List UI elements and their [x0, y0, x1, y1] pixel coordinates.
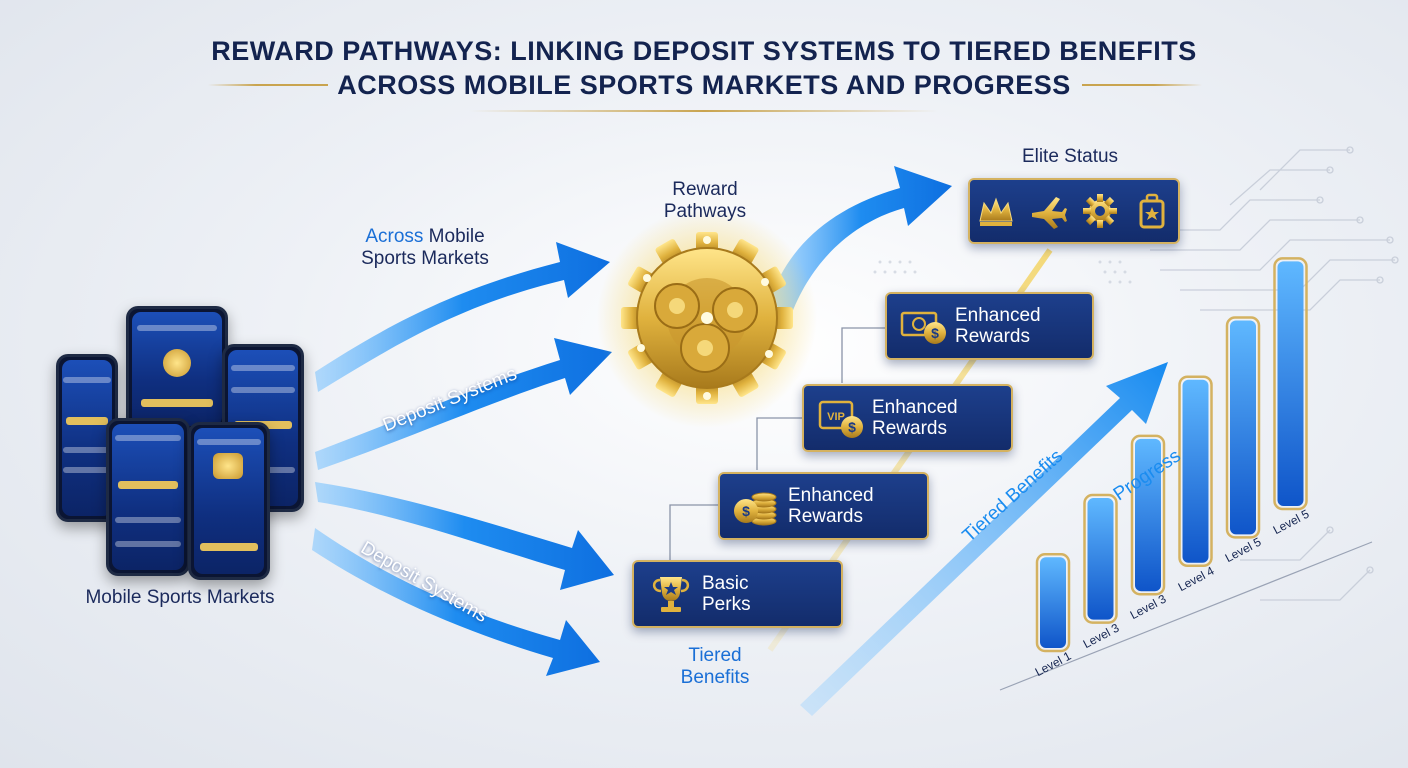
bar-frame [1083, 493, 1118, 624]
arrow-tiered-benefits [800, 362, 1168, 716]
label-elite-status: Elite Status [1021, 146, 1119, 167]
label-across-word: Across [365, 226, 424, 247]
tier-line-2: Rewards [788, 506, 863, 527]
phone-screen [106, 418, 190, 576]
bar-frame [1225, 316, 1261, 539]
arrow-deposit-upper [315, 338, 612, 470]
phone-screen [126, 306, 228, 432]
tier-line-1: Enhanced [872, 397, 958, 418]
arrow-lowest [312, 528, 600, 676]
label-across-mobile: Across Mobile [350, 226, 500, 248]
bar-1 [1040, 557, 1066, 648]
svg-text:$: $ [848, 419, 856, 435]
label-across-rest: Mobile [423, 226, 485, 247]
luggage-icon [1139, 193, 1165, 229]
trophy-icon [652, 577, 690, 612]
crown-icon [979, 197, 1013, 226]
tier-line-2: Rewards [872, 418, 947, 439]
dotted-map [873, 260, 1132, 284]
bar-5 [1230, 320, 1256, 535]
bar-frame [1178, 375, 1213, 568]
gear-icon [597, 208, 817, 428]
label-reward: Reward [672, 179, 738, 200]
chart-baseline [999, 541, 1373, 691]
vip-ticket-icon: VIP $ [818, 400, 863, 438]
bar-6 [1277, 261, 1304, 506]
tier-line-2: Rewards [955, 326, 1030, 347]
bar-frame [1035, 552, 1071, 653]
tier-line-1: Enhanced [955, 305, 1041, 326]
bar-frame [1273, 257, 1308, 511]
title-rule-bottom [470, 110, 938, 112]
tier-line-2: Perks [702, 594, 751, 615]
coin-stack-icon: $ [734, 492, 777, 526]
tier-line-1: Basic [702, 573, 749, 594]
elite-status-box [968, 178, 1180, 244]
circuit-lines [1150, 146, 1399, 601]
airplane-icon [1032, 197, 1067, 229]
phone-screen [56, 354, 118, 522]
svg-text:$: $ [931, 325, 939, 341]
label-mobile-sports-markets: Mobile Sports Markets [85, 587, 275, 608]
arrow-upper [315, 242, 610, 392]
gear-icon [1083, 194, 1117, 228]
phone-screen [188, 422, 270, 580]
label-tiered: Tiered [688, 645, 742, 666]
bar-4 [1182, 379, 1209, 563]
title-line-2: ACROSS MOBILE SPORTS MARKETS AND PROGRES… [337, 70, 1071, 100]
bar-2 [1087, 498, 1114, 620]
tier-line-1: Enhanced [788, 485, 874, 506]
arrow-deposit-lower [315, 482, 614, 590]
bar-frame [1130, 434, 1166, 596]
svg-text:VIP: VIP [827, 411, 845, 423]
bar-3 [1135, 438, 1161, 592]
label-pathways: Pathways [663, 201, 747, 222]
svg-text:$: $ [742, 503, 750, 519]
progress-bar-chart [999, 257, 1373, 691]
label-sports-markets: Sports Markets [361, 248, 489, 269]
title-rule-left [208, 84, 328, 86]
title-line-1: REWARD PATHWAYS: LINKING DEPOSIT SYSTEMS… [211, 36, 1197, 66]
cash-coin-icon: $ [900, 311, 946, 344]
arrow-to-elite [770, 166, 952, 318]
tier-connectors [669, 327, 886, 560]
label-benefits: Benefits [680, 667, 750, 688]
